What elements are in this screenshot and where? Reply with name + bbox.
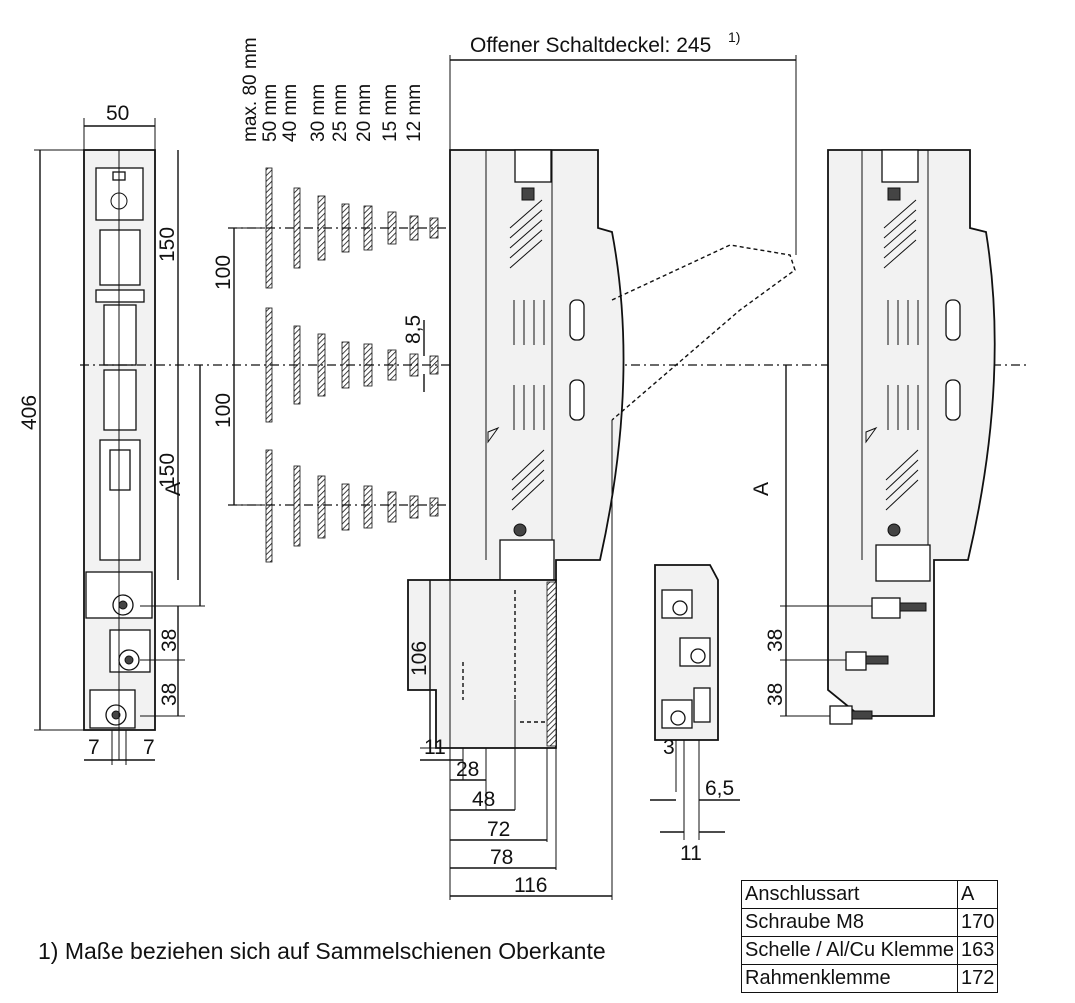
- table-cell-a: 170: [956, 908, 999, 937]
- dim-upper-150: 150: [156, 227, 179, 262]
- dim-78: 78: [490, 846, 513, 869]
- busbar-label-30: 30 mm: [308, 84, 329, 142]
- dim-height-406: 406: [18, 395, 41, 430]
- dim-48: 48: [472, 788, 495, 811]
- right-view-dimensions: A 38 38: [750, 365, 872, 717]
- dim-116: 116: [514, 874, 547, 897]
- table-header-row: Anschlussart A: [741, 880, 999, 909]
- busbar-spacing-dimensions: 100 100 8,5: [212, 227, 425, 506]
- busbar-label-15: 15 mm: [380, 84, 401, 142]
- busbar-label-max80: max. 80 mm: [240, 37, 261, 142]
- dim-7-right: 7: [143, 736, 155, 759]
- front-view: [83, 149, 156, 760]
- table-row: Rahmenklemme 172: [741, 964, 999, 993]
- table-header-a: A: [956, 880, 999, 909]
- open-cover-dimension: Offener Schaltdeckel: 245 1): [449, 29, 797, 255]
- busbar-width-labels: max. 80 mm 50 mm 40 mm 30 mm 25 mm 20 mm…: [240, 37, 425, 142]
- busbar-label-50: 50 mm: [260, 84, 281, 142]
- dim-6-5: 6,5: [705, 777, 734, 800]
- side-view: [407, 149, 796, 749]
- dim-7-left: 7: [88, 736, 100, 759]
- table-row: Schraube M8 170: [741, 908, 999, 937]
- dim-11: 11: [424, 736, 446, 759]
- dim-11-terminal: 11: [680, 842, 702, 865]
- table-cell-type: Schraube M8: [741, 908, 958, 937]
- side-view-dimensions: 106 11 28 48 72 78 116: [408, 420, 613, 900]
- table-header-type: Anschlussart: [741, 880, 958, 909]
- busbar-label-25: 25 mm: [330, 84, 351, 142]
- dim-busbar-spacing-bottom: 100: [212, 393, 235, 428]
- table-cell-a: 172: [956, 964, 999, 993]
- dim-38-1: 38: [158, 629, 181, 652]
- dim-72: 72: [487, 818, 510, 841]
- table-cell-type: Rahmenklemme: [741, 964, 958, 993]
- terminal-detail-view: 3 6,5 11: [650, 564, 740, 865]
- busbar-label-12: 12 mm: [404, 84, 425, 142]
- front-view-dimensions: 50 406 150 150 A 38 38 7 7: [18, 102, 205, 765]
- dim-106: 106: [408, 641, 431, 676]
- footnote: 1) Maße beziehen sich auf Sammelschienen…: [38, 938, 606, 964]
- dim-width-50: 50: [106, 102, 129, 125]
- dim-38-right-2: 38: [764, 683, 787, 706]
- dim-open-cover-note: 1): [728, 29, 740, 45]
- dim-busbar-spacing-top: 100: [212, 255, 235, 290]
- dim-38-2: 38: [158, 683, 181, 706]
- table-cell-type: Schelle / Al/Cu Klemme: [741, 936, 958, 965]
- dim-open-cover: Offener Schaltdeckel: 245: [470, 34, 711, 57]
- dim-a-front: A: [162, 482, 185, 496]
- busbar-label-20: 20 mm: [354, 84, 375, 142]
- table-cell-a: 163: [956, 936, 999, 965]
- busbar-label-40: 40 mm: [280, 84, 301, 142]
- dim-3: 3: [663, 736, 675, 759]
- connection-type-table: Anschlussart A Schraube M8 170 Schelle /…: [741, 880, 999, 993]
- dim-busbar-thickness: 8,5: [402, 315, 425, 344]
- dim-lower-150: 150: [156, 453, 179, 488]
- table-row: Schelle / Al/Cu Klemme 163: [741, 936, 999, 965]
- dim-a-right: A: [750, 482, 773, 496]
- dim-28: 28: [456, 758, 479, 781]
- right-view: [827, 149, 996, 725]
- dim-38-right-1: 38: [764, 629, 787, 652]
